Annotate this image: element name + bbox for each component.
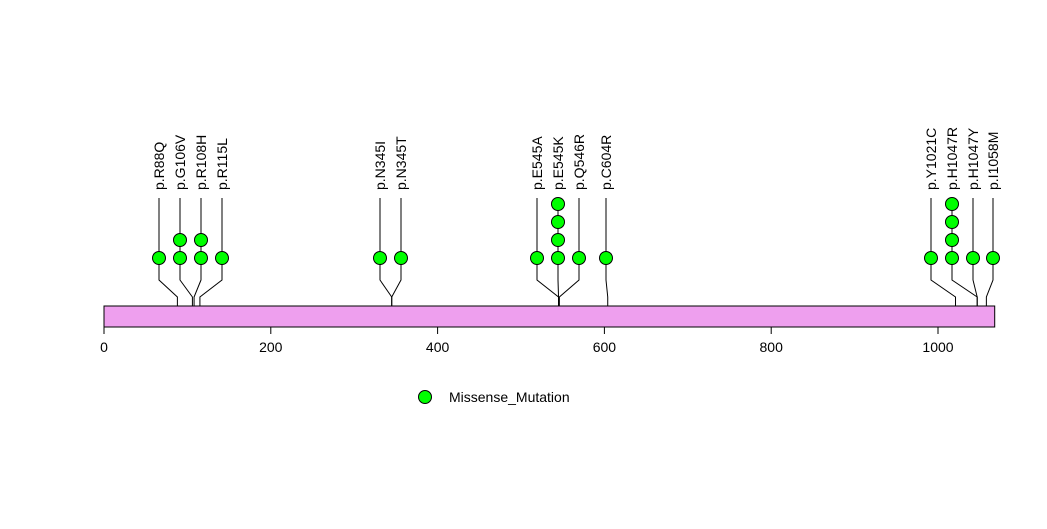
markers bbox=[152, 197, 1000, 265]
mutation-point bbox=[551, 251, 565, 265]
legend-marker bbox=[418, 390, 432, 404]
mutation-point bbox=[945, 251, 959, 265]
mutation-label: p.R88Q bbox=[151, 142, 167, 190]
mutation-point bbox=[945, 197, 959, 211]
mutation-label: p.H1047R bbox=[944, 127, 960, 190]
mutation-point bbox=[194, 233, 208, 247]
mutation-point bbox=[986, 251, 1000, 265]
mutation-point bbox=[394, 251, 408, 265]
mutation-label: p.I1058M bbox=[985, 132, 1001, 190]
x-tick-label: 800 bbox=[760, 339, 784, 355]
mutation-point bbox=[551, 233, 565, 247]
mutation-point bbox=[924, 251, 938, 265]
mutation-label: p.Q546R bbox=[571, 134, 587, 190]
mutation-point bbox=[530, 251, 544, 265]
mutation-point bbox=[173, 233, 187, 247]
x-tick-label: 1000 bbox=[922, 339, 953, 355]
legend: Missense_Mutation bbox=[418, 389, 570, 405]
mutation-label: p.G106V bbox=[172, 134, 188, 190]
mutation-label: p.N345T bbox=[393, 136, 409, 190]
mutation-label: p.R108H bbox=[193, 135, 209, 190]
mutation-point bbox=[572, 251, 586, 265]
mutation-point bbox=[152, 251, 166, 265]
mutation-point bbox=[945, 215, 959, 229]
mutation-point bbox=[599, 251, 613, 265]
protein-bar bbox=[103, 305, 996, 328]
x-tick-label: 200 bbox=[259, 339, 283, 355]
mutation-label: p.R115L bbox=[214, 138, 230, 190]
mutation-point bbox=[194, 251, 208, 265]
mutation-label: p.N345I bbox=[372, 141, 388, 190]
mutation-point bbox=[373, 251, 387, 265]
mutation-point bbox=[173, 251, 187, 265]
x-tick-label: 600 bbox=[593, 339, 617, 355]
mutation-point bbox=[215, 251, 229, 265]
mutation-label: p.Y1021C bbox=[923, 128, 939, 190]
mutation-label: p.H1047Y bbox=[965, 127, 981, 190]
mutation-labels: p.R88Q p.G106V p.R108H p.R115L p.N345I p.N345… bbox=[151, 127, 1001, 190]
mutation-point bbox=[551, 197, 565, 211]
mutation-point bbox=[945, 233, 959, 247]
mutation-point bbox=[551, 215, 565, 229]
mutation-label: p.C604R bbox=[598, 135, 614, 190]
x-tick-label: 400 bbox=[426, 339, 450, 355]
x-axis: 0 200 400 600 800 1000 bbox=[100, 326, 954, 355]
mutation-label: p.E545A bbox=[529, 136, 545, 190]
mutation-point bbox=[966, 251, 980, 265]
x-tick-label: 0 bbox=[100, 339, 108, 355]
legend-label: Missense_Mutation bbox=[449, 389, 570, 405]
mutation-label: p.E545K bbox=[550, 136, 566, 190]
